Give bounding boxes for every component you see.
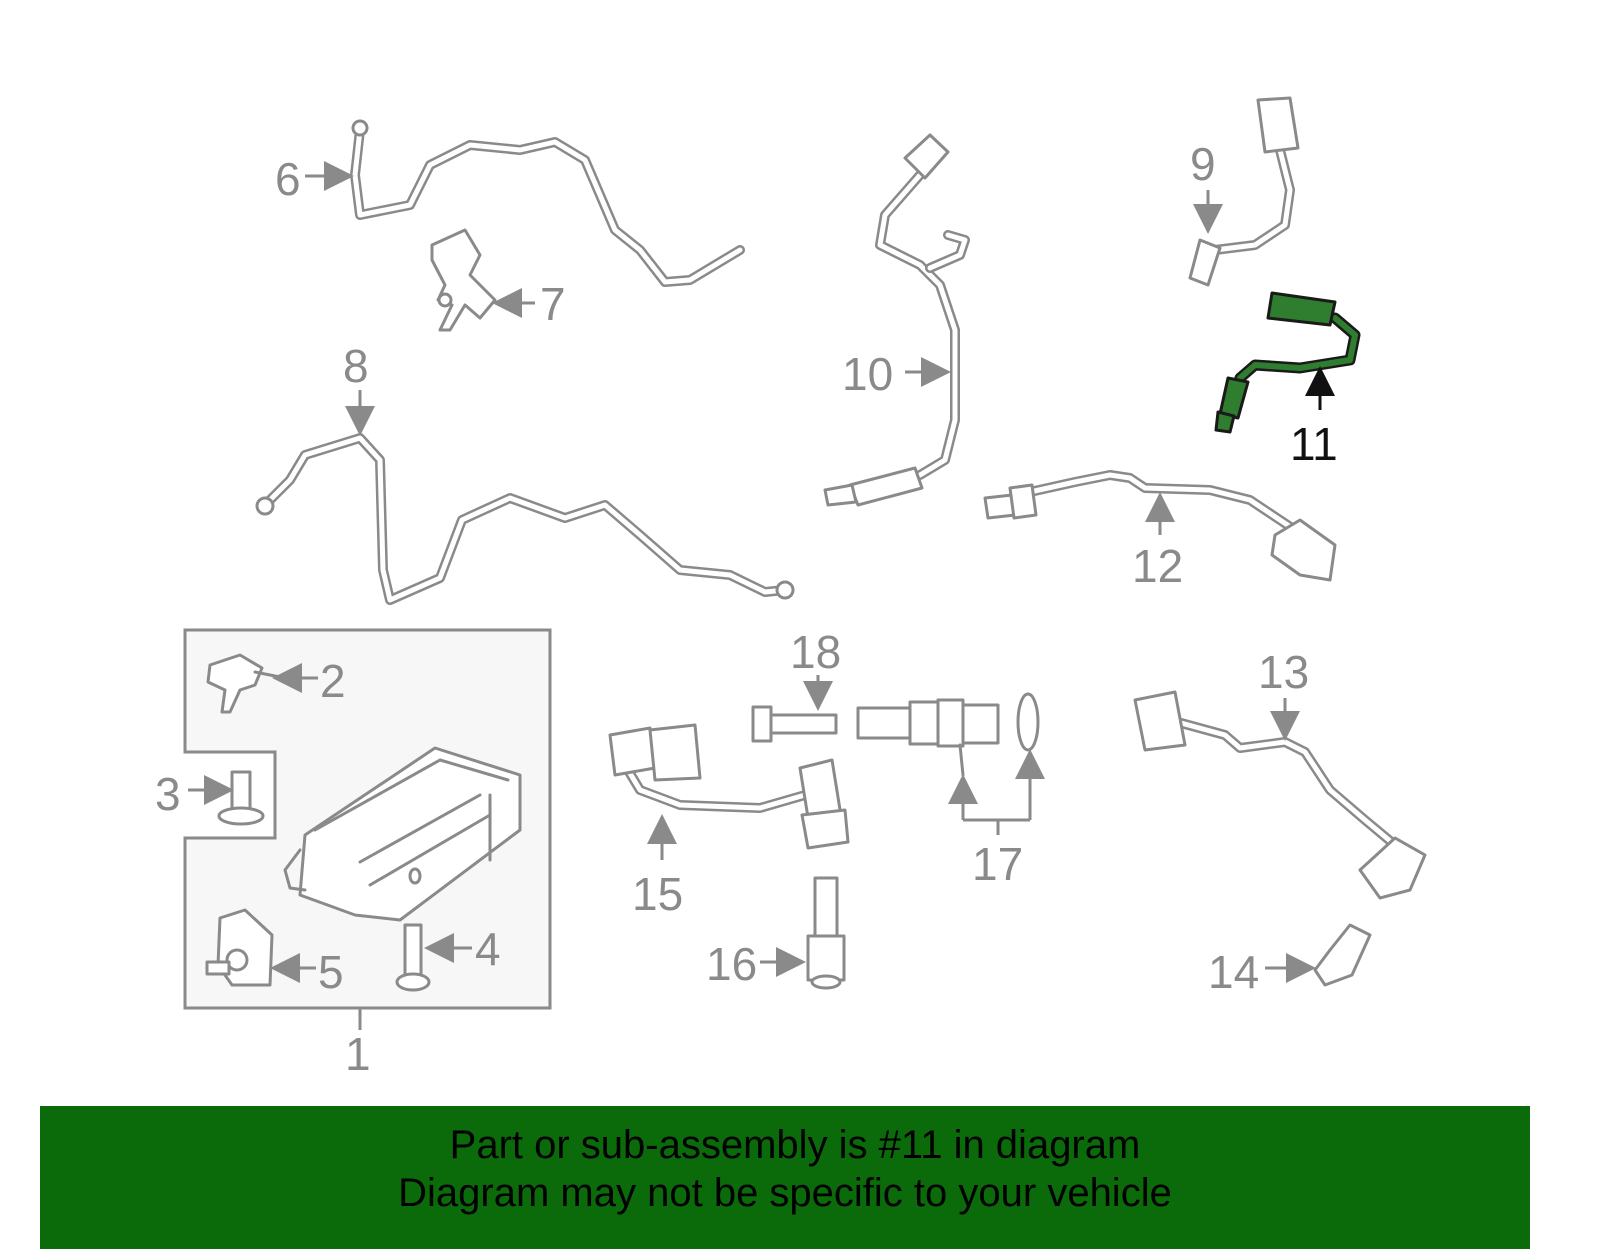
part-4-bolt[interactable] [395,923,431,992]
callout-5: 5 [318,946,344,998]
part-10-sensor[interactable] [823,133,970,507]
callout-15: 15 [632,868,683,920]
part-11-sensor-highlighted[interactable] [1214,291,1361,434]
part-15-sensor[interactable] [608,723,850,850]
callout-11: 11 [1290,418,1338,470]
part-17-sensor[interactable] [856,698,1000,777]
part-8-pipe[interactable] [255,433,795,605]
part-9-sensor[interactable] [1188,96,1300,287]
callout-10: 10 [842,348,893,400]
part-14-sensor[interactable] [1313,923,1372,987]
part-1-canister[interactable] [283,746,522,922]
callout-17: 17 [972,838,1023,890]
part-7-bracket[interactable] [430,228,497,332]
banner-line-disclaimer: Diagram may not be specific to your vehi… [398,1171,1172,1215]
callout-2: 2 [320,655,346,707]
part-18-bolt[interactable] [751,705,838,743]
part-12-sensor[interactable] [983,470,1337,582]
callout-4: 4 [475,923,501,975]
callout-7: 7 [540,278,566,330]
callout-13: 13 [1258,646,1309,698]
callout-1: 1 [345,1028,371,1080]
part-13-cable[interactable] [1133,690,1427,900]
callout-8: 8 [343,340,369,392]
part-6-pipe[interactable] [350,119,745,287]
callout-14: 14 [1208,946,1259,998]
callout-18: 18 [790,626,841,678]
callout-6: 6 [275,153,301,205]
part-3-bolt[interactable] [217,770,265,826]
callout-12: 12 [1132,540,1183,592]
info-banner: Part or sub-assembly is #11 in diagram D… [40,1106,1530,1249]
callout-3: 3 [155,768,181,820]
banner-line-part-number: Part or sub-assembly is #11 in diagram [449,1123,1141,1167]
part-16-sensor[interactable] [806,876,846,990]
part-5-valve[interactable] [205,908,274,987]
callout-16: 16 [706,938,757,990]
part-17-o-ring[interactable] [1016,692,1040,752]
callout-9: 9 [1190,138,1216,190]
